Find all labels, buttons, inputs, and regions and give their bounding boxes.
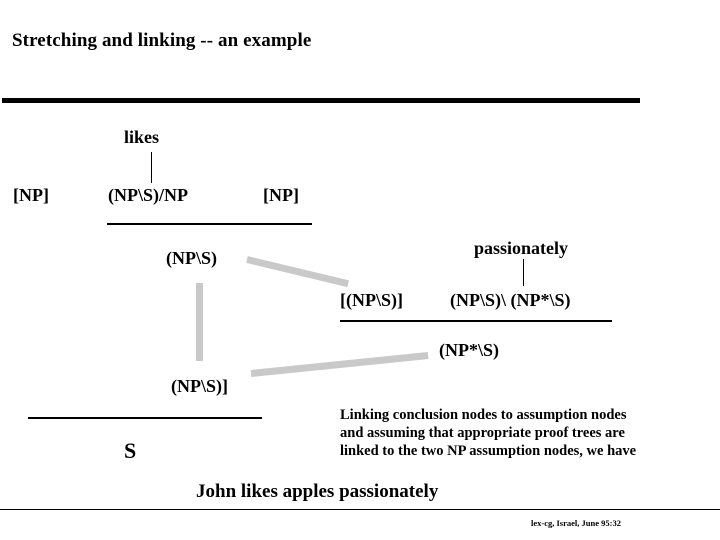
- linking-line-conclusion-to-assumption-2: [250, 352, 429, 377]
- lexical-word-likes: likes: [124, 127, 160, 147]
- node-passionately-category: (NP\S)\ (NP*\S): [450, 290, 571, 310]
- explanation-line-1: Linking conclusion nodes to assumption n…: [340, 407, 627, 423]
- node-np-assumption-right: [NP]: [263, 185, 299, 205]
- title-divider: [2, 98, 640, 103]
- anchor-line-passionately: [523, 259, 524, 286]
- explanation-line-2: and assuming that appropriate proof tree…: [340, 425, 625, 441]
- linking-line-vertical: [196, 283, 203, 361]
- node-likes-category: (NP\S)/NP: [108, 185, 188, 205]
- node-s-conclusion: S: [124, 438, 137, 463]
- explanation-text: Linking conclusion nodes to assumption n…: [340, 406, 710, 460]
- footer-divider: [0, 509, 720, 510]
- lexical-word-passionately: passionately: [474, 238, 569, 258]
- inference-bar-application-1: [107, 223, 312, 225]
- example-sentence: John likes apples passionately: [196, 481, 439, 502]
- node-np-s-assumption: [(NP\S)]: [340, 290, 403, 310]
- anchor-line-likes: [151, 152, 152, 183]
- node-np-assumption-left: [NP]: [13, 185, 49, 205]
- inference-bar-application-2: [340, 320, 612, 322]
- explanation-line-3: linked to the two NP assumption nodes, w…: [340, 443, 637, 459]
- page-title: Stretching and linking -- an example: [12, 30, 312, 51]
- node-np-s-discharged: (NP\S)]: [171, 376, 228, 396]
- node-np-s: (NP\S): [166, 248, 217, 268]
- node-np-star-s: (NP*\S): [439, 340, 499, 360]
- footer-caption: lex-cg, Israel, June 95:32: [531, 518, 621, 528]
- inference-bar-final: [28, 417, 262, 419]
- linking-line-conclusion-to-assumption-1: [246, 256, 349, 288]
